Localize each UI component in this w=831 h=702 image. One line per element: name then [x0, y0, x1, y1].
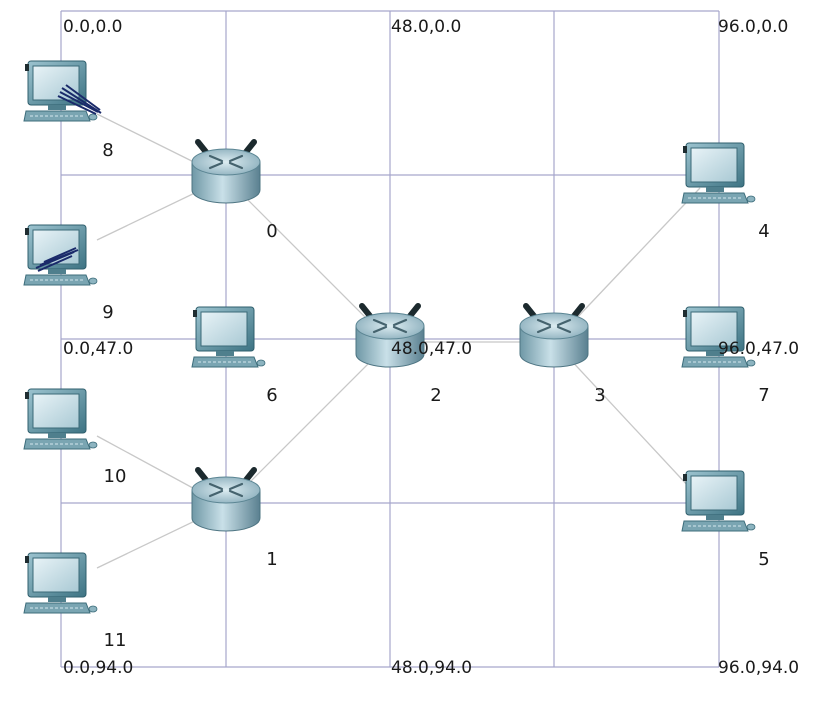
node-label-2: 2 [430, 385, 441, 406]
coord-label-bc: 48.0,94.0 [391, 658, 472, 678]
node-label-10: 10 [104, 466, 127, 487]
node-label-3: 3 [594, 385, 605, 406]
coord-label-tc: 48.0,0.0 [391, 17, 461, 37]
pc-icon[interactable] [681, 470, 756, 532]
link-3-5 [553, 341, 691, 489]
node-label-11: 11 [104, 630, 127, 651]
router-icon[interactable] [191, 467, 261, 532]
pc-icon[interactable] [23, 60, 98, 122]
link-1-2 [225, 341, 391, 507]
node-label-4: 4 [758, 221, 769, 242]
node-label-6: 6 [266, 385, 277, 406]
coord-label-tr: 96.0,0.0 [718, 17, 788, 37]
packet-arrows-icon [35, 84, 102, 272]
pc-icon[interactable] [681, 142, 756, 204]
coord-label-mc: 48.0,47.0 [391, 339, 472, 359]
node-label-5: 5 [758, 549, 769, 570]
node-label-1: 1 [266, 549, 277, 570]
node-label-9: 9 [102, 302, 113, 323]
coord-label-mr: 96.0,47.0 [718, 339, 799, 359]
pc-icon[interactable] [23, 224, 98, 286]
link-0-2 [225, 177, 391, 343]
router-icon[interactable] [191, 139, 261, 204]
node-label-0: 0 [266, 221, 277, 242]
pc-icon[interactable] [23, 388, 98, 450]
nodes: 0 1 2 3 4 5 6 7 8 9 10 11 [23, 60, 770, 651]
coord-label-tl: 0.0,0.0 [63, 17, 122, 37]
coord-label-bl: 0.0,94.0 [63, 658, 133, 678]
router-icon[interactable] [519, 303, 589, 368]
pc-icon[interactable] [681, 306, 756, 368]
coord-label-br: 96.0,94.0 [718, 658, 799, 678]
node-label-7: 7 [758, 385, 769, 406]
node-label-8: 8 [102, 140, 113, 161]
pc-icon[interactable] [191, 306, 266, 368]
link-3-4 [553, 187, 701, 343]
coordinate-labels: 0.0,0.0 48.0,0.0 96.0,0.0 0.0,47.0 48.0,47.0… [63, 17, 799, 678]
coord-label-ml: 0.0,47.0 [63, 339, 133, 359]
router-icon[interactable] [355, 303, 425, 368]
pc-icon[interactable] [23, 552, 98, 614]
